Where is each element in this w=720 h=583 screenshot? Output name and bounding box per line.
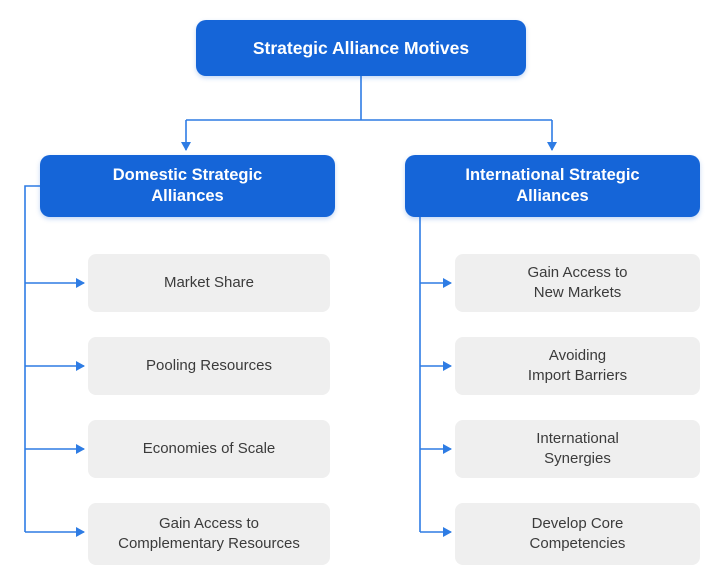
leaf-node-international-synergies: International Synergies bbox=[455, 420, 700, 478]
branch-node-domestic: Domestic Strategic Alliances bbox=[40, 155, 335, 217]
leaf-node-import-barriers: Avoiding Import Barriers bbox=[455, 337, 700, 395]
root-node-label: Strategic Alliance Motives bbox=[252, 37, 470, 58]
leaf-label: Gain Access to New Markets bbox=[527, 263, 628, 301]
branch-node-international-label: International Strategic Alliances bbox=[465, 165, 640, 205]
leaf-label: Pooling Resources bbox=[146, 356, 272, 374]
leaf-label: Avoiding Import Barriers bbox=[527, 346, 628, 384]
leaf-node-market-share: Market Share bbox=[88, 254, 330, 312]
branch-node-international: International Strategic Alliances bbox=[405, 155, 700, 217]
leaf-node-complementary-resources: Gain Access to Complementary Resources bbox=[88, 503, 330, 565]
leaf-label: Develop Core Competencies bbox=[529, 514, 626, 552]
branch-node-domestic-label: Domestic Strategic Alliances bbox=[112, 165, 263, 205]
leaf-node-core-competencies: Develop Core Competencies bbox=[455, 503, 700, 565]
leaf-label: Gain Access to Complementary Resources bbox=[118, 514, 300, 552]
root-node: Strategic Alliance Motives bbox=[196, 20, 526, 76]
leaf-label: Economies of Scale bbox=[142, 439, 276, 457]
leaf-node-new-markets: Gain Access to New Markets bbox=[455, 254, 700, 312]
leaf-node-pooling-resources: Pooling Resources bbox=[88, 337, 330, 395]
leaf-label: Market Share bbox=[163, 273, 255, 291]
leaf-label: International Synergies bbox=[536, 429, 619, 467]
leaf-node-economies-of-scale: Economies of Scale bbox=[88, 420, 330, 478]
